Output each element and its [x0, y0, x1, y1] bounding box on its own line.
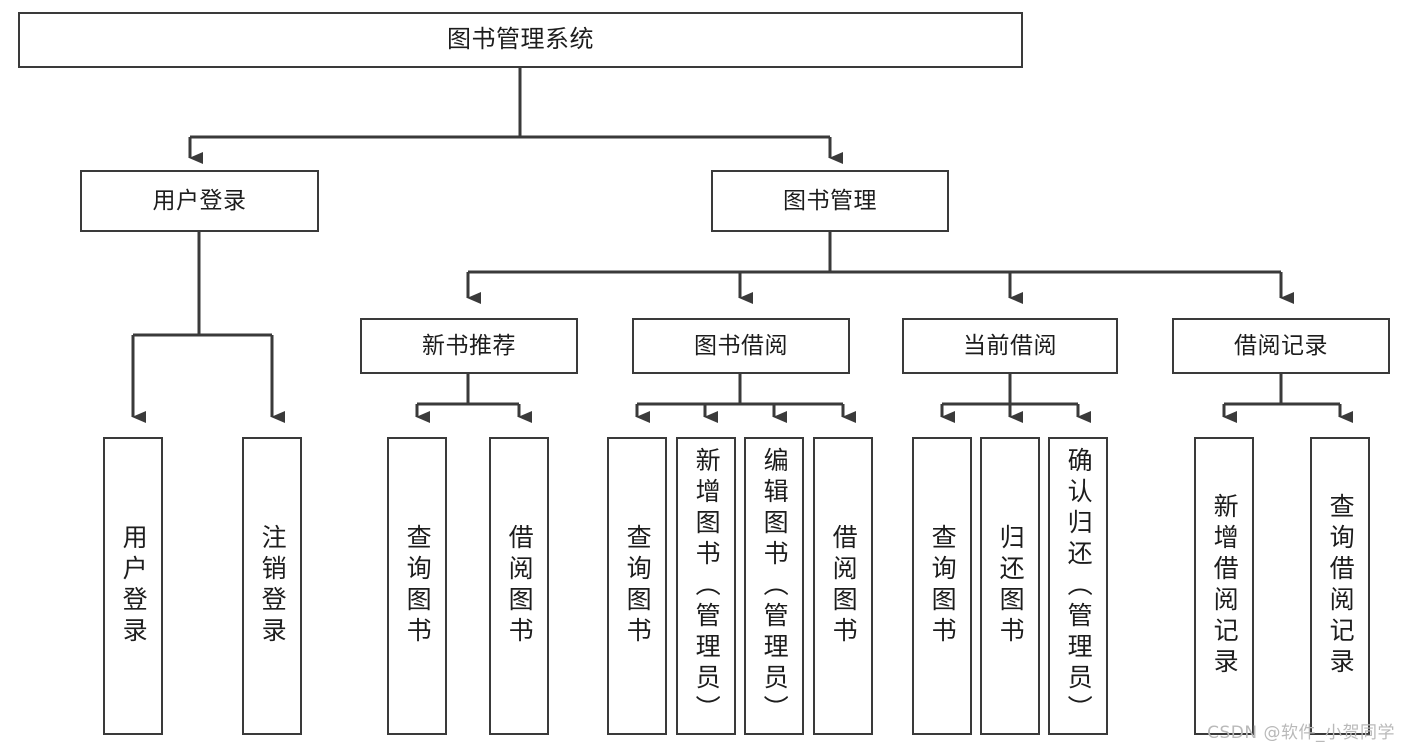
node-new-book-recommend[interactable]: 新书推荐 — [360, 318, 578, 374]
node-label: 归还图书 — [996, 524, 1026, 648]
leaf-add-book-admin[interactable]: 新增图书（管理员） — [676, 437, 736, 735]
leaf-user-login[interactable]: 用户登录 — [103, 437, 163, 735]
node-label: 确认归还（管理员） — [1064, 446, 1094, 726]
leaf-return-book[interactable]: 归还图书 — [980, 437, 1040, 735]
node-label: 图书管理系统 — [447, 25, 594, 54]
leaf-query-book-borrow[interactable]: 查询图书 — [607, 437, 667, 735]
leaf-user-logout[interactable]: 注销登录 — [242, 437, 302, 735]
csdn-watermark: CSDN @软件_小贺同学 — [1207, 723, 1395, 743]
leaf-query-borrow-record[interactable]: 查询借阅记录 — [1310, 437, 1370, 735]
node-label: 编辑图书（管理员） — [760, 446, 790, 726]
node-label: 借阅记录 — [1234, 332, 1328, 359]
leaf-query-book-recommend[interactable]: 查询图书 — [387, 437, 447, 735]
node-label: 注销登录 — [258, 524, 288, 648]
node-borrow-record[interactable]: 借阅记录 — [1172, 318, 1390, 374]
node-label: 图书借阅 — [694, 332, 788, 359]
node-label: 查询图书 — [403, 524, 433, 648]
node-label: 借阅图书 — [505, 524, 535, 648]
node-label: 用户登录 — [152, 187, 247, 214]
node-user-login[interactable]: 用户登录 — [80, 170, 319, 232]
node-label: 当前借阅 — [963, 332, 1057, 359]
node-label: 查询图书 — [623, 524, 653, 648]
leaf-add-borrow-record[interactable]: 新增借阅记录 — [1194, 437, 1254, 735]
node-book-borrow[interactable]: 图书借阅 — [632, 318, 850, 374]
node-label: 新增借阅记录 — [1210, 493, 1240, 679]
node-label: 查询借阅记录 — [1326, 493, 1356, 679]
leaf-query-book-current[interactable]: 查询图书 — [912, 437, 972, 735]
leaf-borrow-book-borrow[interactable]: 借阅图书 — [813, 437, 873, 735]
node-book-management[interactable]: 图书管理 — [711, 170, 949, 232]
leaf-borrow-book-recommend[interactable]: 借阅图书 — [489, 437, 549, 735]
node-root-book-management-system[interactable]: 图书管理系统 — [18, 12, 1023, 68]
leaf-confirm-return-admin[interactable]: 确认归还（管理员） — [1048, 437, 1108, 735]
node-label: 新增图书（管理员） — [692, 446, 722, 726]
node-label: 借阅图书 — [829, 524, 859, 648]
node-label: 用户登录 — [119, 524, 149, 648]
node-current-borrow[interactable]: 当前借阅 — [902, 318, 1118, 374]
node-label: 新书推荐 — [422, 332, 516, 359]
node-label: 查询图书 — [928, 524, 958, 648]
node-label: 图书管理 — [783, 187, 877, 214]
leaf-edit-book-admin[interactable]: 编辑图书（管理员） — [744, 437, 804, 735]
